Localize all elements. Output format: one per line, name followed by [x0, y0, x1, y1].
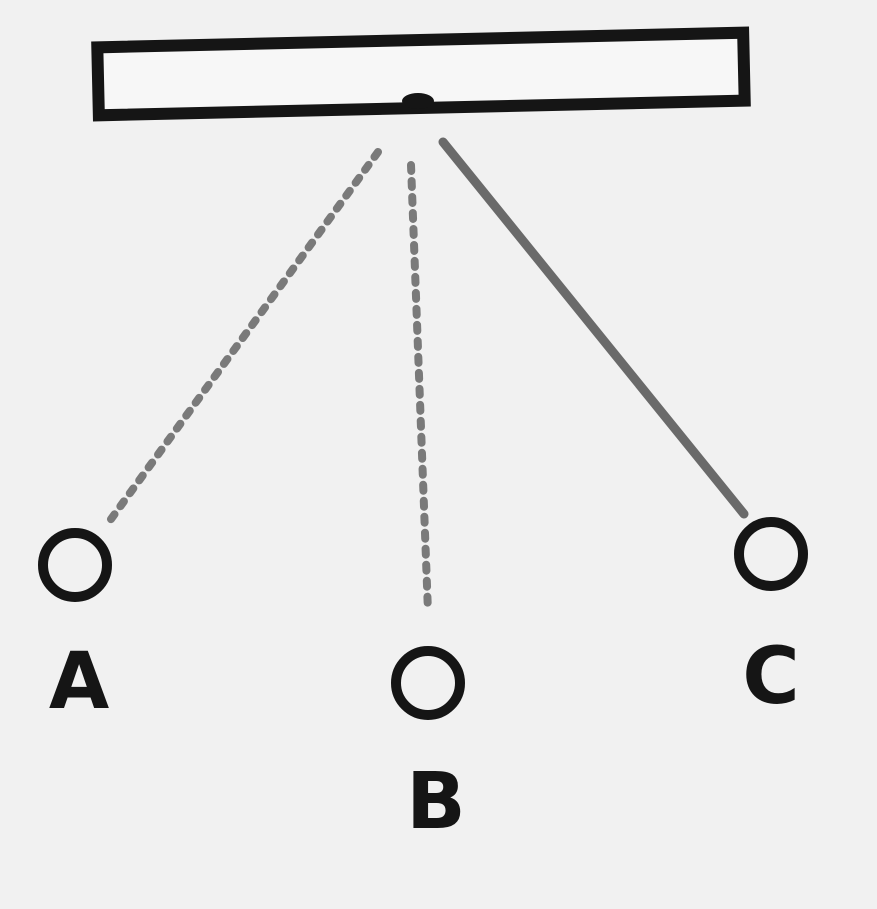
bob-a	[38, 528, 112, 602]
label-c: C	[742, 632, 799, 722]
label-b: B	[406, 757, 465, 847]
string-b	[407, 161, 432, 616]
string-a	[102, 148, 382, 530]
string-c	[438, 137, 749, 519]
pivot-point	[402, 93, 434, 109]
label-a: A	[49, 637, 109, 727]
bob-b	[391, 646, 465, 720]
bob-c	[734, 517, 808, 591]
